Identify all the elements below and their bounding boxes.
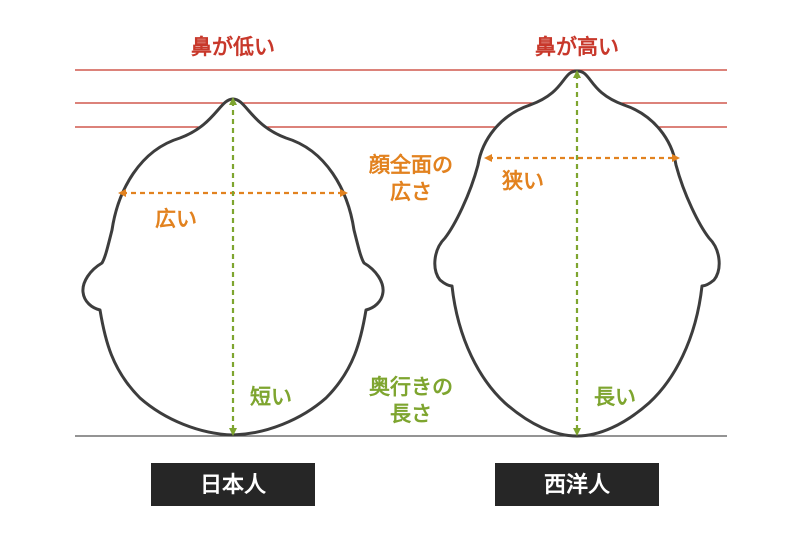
- nose-low-label: 鼻が低い: [191, 35, 275, 59]
- face-width-label-line2: 広さ: [390, 180, 432, 204]
- long-label: 長い: [594, 385, 636, 409]
- japanese-badge: 日本人: [151, 463, 315, 506]
- depth-label-line1: 奥行きの: [369, 375, 453, 399]
- wide-label: 広い: [155, 207, 197, 231]
- short-label: 短い: [250, 385, 292, 409]
- depth-label-line2: 長さ: [390, 402, 432, 426]
- japanese-badge-label: 日本人: [200, 473, 266, 498]
- face-width-label-line1: 顔全面の: [368, 153, 453, 177]
- nose-high-label: 鼻が高い: [535, 35, 619, 59]
- western-badge-label: 西洋人: [544, 472, 610, 498]
- western-badge: 西洋人: [495, 463, 659, 506]
- narrow-label: 狭い: [501, 169, 544, 193]
